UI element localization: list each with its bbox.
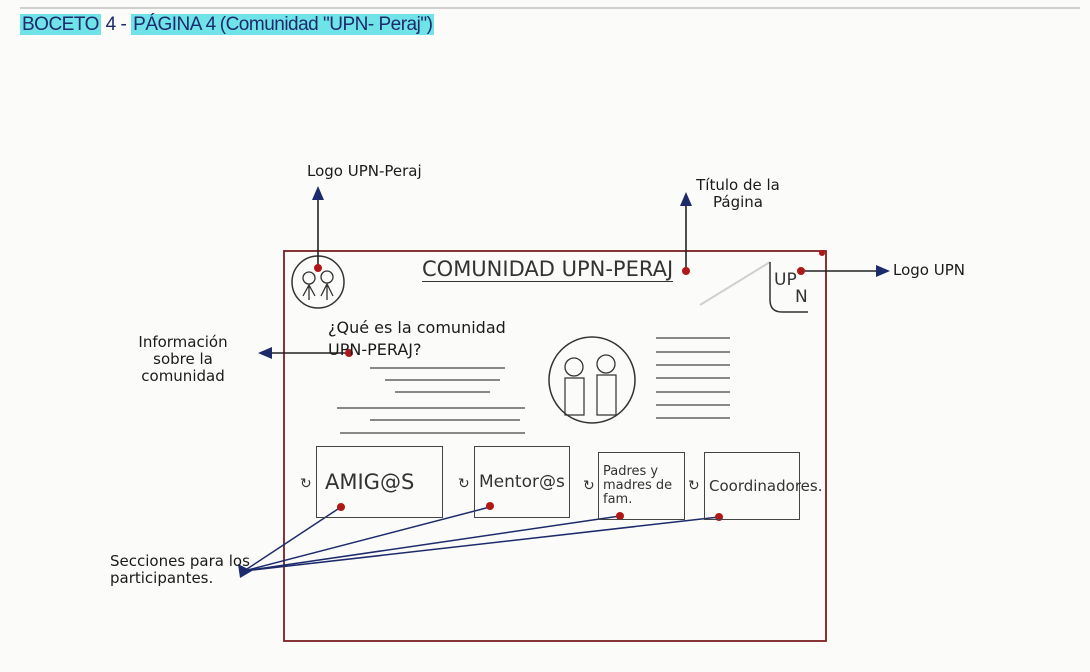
upn-logo bbox=[769, 262, 808, 313]
section-connectors bbox=[243, 506, 720, 572]
mockup-frame bbox=[283, 250, 827, 642]
marker-dot bbox=[797, 267, 805, 275]
svg-text:UP: UP bbox=[774, 270, 797, 290]
refresh-icon: ↻ bbox=[458, 476, 470, 492]
refresh-icon: ↻ bbox=[583, 478, 595, 494]
marker-dot bbox=[682, 267, 690, 275]
text-placeholder-right bbox=[656, 337, 730, 419]
frame-corner-dot bbox=[819, 250, 825, 256]
marker-dot bbox=[616, 512, 624, 520]
arrowhead-left bbox=[258, 347, 272, 359]
community-question: ¿Qué es la comunidad UPN-PERAJ? bbox=[328, 318, 506, 359]
title-part-community: (Comunidad "UPN- Peraj") bbox=[217, 14, 435, 35]
arrowhead-up bbox=[680, 192, 692, 206]
note-sections: Secciones para los participantes. bbox=[110, 552, 250, 587]
arrowhead-up bbox=[312, 186, 324, 200]
title-part-boceto: BOCETO bbox=[20, 14, 101, 35]
refresh-icon: ↻ bbox=[688, 478, 700, 494]
refresh-icon: ↻ bbox=[300, 476, 312, 492]
section-padres-button[interactable]: Padres y madres de fam. bbox=[598, 452, 685, 520]
section-amigos-button[interactable]: AMIG@S bbox=[316, 446, 443, 518]
page-title: COMUNIDAD UPN-PERAJ bbox=[422, 257, 674, 282]
svg-text:N: N bbox=[795, 287, 808, 307]
title-part-pagina: PÁGINA 4 bbox=[131, 14, 218, 35]
note-information: Información sobre la comunidad bbox=[138, 333, 228, 385]
sketch-title: BOCETO 4 - PÁGINA 4(Comunidad "UPN- Pera… bbox=[20, 14, 435, 36]
marker-dot bbox=[337, 503, 345, 511]
note-logo-upn: Logo UPN bbox=[893, 261, 965, 279]
section-coordinadores-button[interactable]: Coordinadores. bbox=[704, 452, 822, 520]
note-logo-peraj: Logo UPN-Peraj bbox=[307, 162, 422, 180]
shade-line bbox=[699, 261, 771, 306]
marker-dot bbox=[345, 349, 353, 357]
arrowhead-sections bbox=[238, 564, 252, 578]
marker-dot bbox=[486, 502, 494, 510]
section-mentores-button[interactable]: Mentor@s bbox=[474, 446, 570, 518]
title-part-number: 4 - bbox=[105, 14, 127, 35]
text-placeholder-left bbox=[337, 367, 525, 434]
arrowhead-right bbox=[876, 265, 890, 277]
note-page-title: Título de la Página bbox=[696, 176, 780, 211]
marker-dot bbox=[314, 264, 322, 272]
community-photo bbox=[548, 336, 636, 424]
